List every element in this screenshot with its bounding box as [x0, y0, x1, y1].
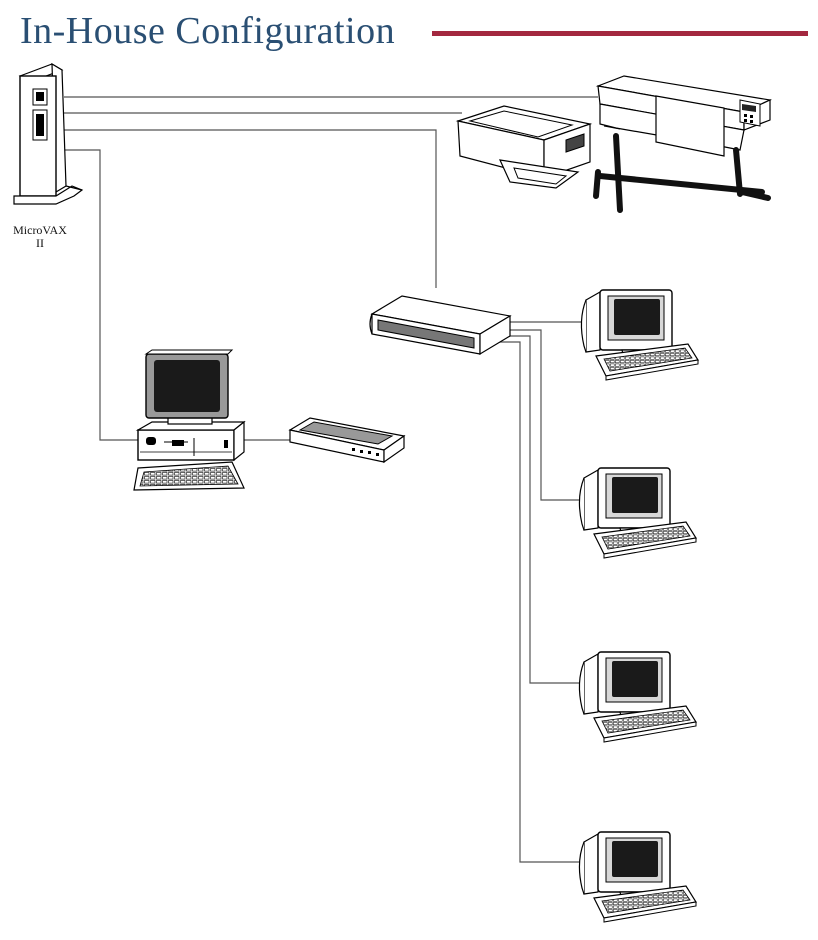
- hub-icon: [369, 295, 512, 356]
- server-caption-line1: MicroVAX: [13, 223, 67, 237]
- cable-hub-terminal-2: [500, 329, 586, 501]
- microvax-server-icon: [13, 62, 84, 205]
- plotter-icon: [593, 75, 773, 213]
- terminal-4-icon: [578, 831, 697, 923]
- server-caption: MicroVAX II: [8, 224, 72, 250]
- page-title: In-House Configuration: [20, 10, 396, 52]
- server-caption-line2: II: [36, 236, 44, 250]
- laser-printer-icon: [455, 105, 593, 189]
- workstation-icon: [133, 349, 246, 491]
- cable-server-workstation: [64, 149, 138, 441]
- cable-hub-terminal-4: [496, 341, 586, 863]
- terminal-3-icon: [578, 651, 697, 743]
- cable-server-hub: [64, 129, 437, 288]
- terminal-1-icon: [580, 289, 699, 381]
- terminal-2-icon: [578, 467, 697, 559]
- cable-hub-terminal-3: [498, 335, 586, 684]
- title-rule: [432, 31, 808, 36]
- network-cables: [64, 96, 598, 863]
- dot-matrix-printer-icon: [288, 417, 406, 464]
